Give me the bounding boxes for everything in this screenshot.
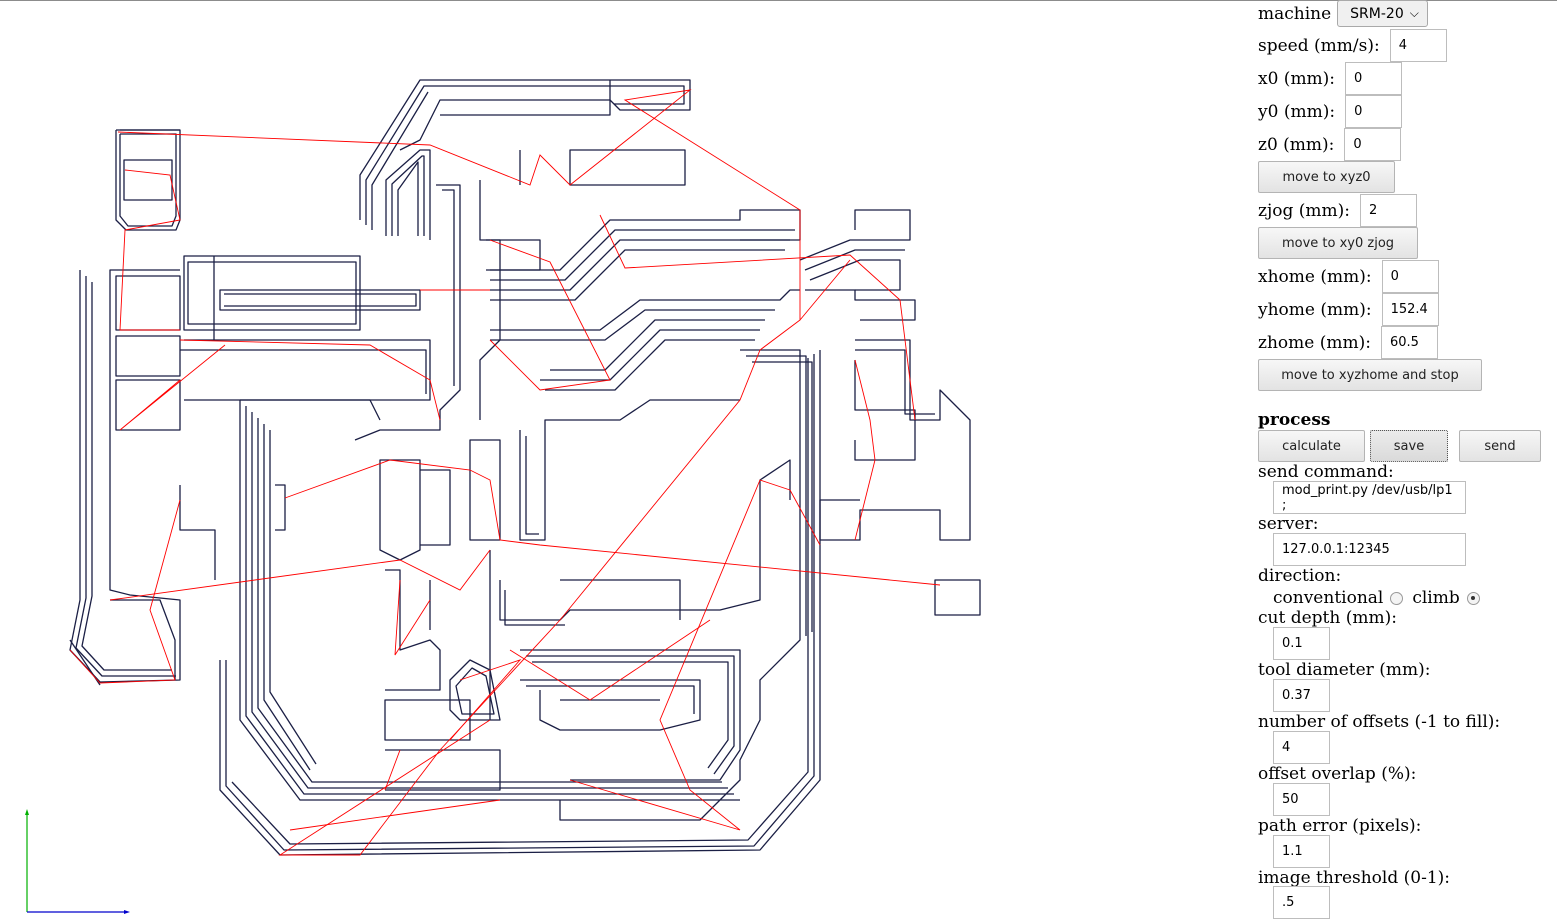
cut-depth-input[interactable]: 0.1 (1273, 627, 1330, 660)
overlap-input[interactable]: 50 (1273, 783, 1330, 816)
server-input[interactable]: 127.0.0.1:12345 (1273, 533, 1466, 566)
calculate-button[interactable]: calculate (1258, 430, 1365, 462)
cut-depth-label: cut depth (mm): (1258, 608, 1397, 628)
x0-label: x0 (mm): (1258, 68, 1336, 89)
machine-label: machine (1258, 3, 1332, 24)
climb-radio[interactable] (1466, 591, 1480, 605)
zhome-input[interactable]: 60.5 (1380, 326, 1438, 359)
threshold-label: image threshold (0-1): (1258, 868, 1451, 888)
z0-row: z0 (mm): 0 (1258, 128, 1402, 161)
machine-row: machine SRM-20 ⌵ (1258, 0, 1428, 27)
y0-input[interactable]: 0 (1345, 95, 1403, 128)
server-label: server: (1258, 514, 1319, 534)
path-error-input[interactable]: 1.1 (1273, 835, 1330, 868)
threshold-input[interactable]: .5 (1273, 886, 1330, 919)
rapid-moves (69, 89, 941, 856)
y0-label: y0 (mm): (1258, 101, 1336, 122)
process-heading: process (1258, 410, 1331, 430)
zhome-row: zhome (mm): 60.5 (1258, 326, 1438, 359)
tool-diameter-label: tool diameter (mm): (1258, 660, 1431, 680)
machine-select[interactable]: SRM-20 ⌵ (1337, 0, 1428, 27)
conventional-label: conventional (1273, 588, 1384, 608)
zjog-row: zjog (mm): 2 (1258, 194, 1417, 227)
y0-row: y0 (mm): 0 (1258, 95, 1403, 128)
path-error-label: path error (pixels): (1258, 816, 1422, 836)
send-command-label: send command: (1258, 462, 1394, 482)
climb-label: climb (1412, 588, 1460, 608)
machine-select-value: SRM-20 (1350, 5, 1404, 22)
zjog-input[interactable]: 2 (1359, 194, 1417, 227)
send-button[interactable]: send (1459, 430, 1541, 462)
overlap-label: offset overlap (%): (1258, 764, 1417, 784)
offsets-label: number of offsets (-1 to fill): (1258, 712, 1501, 732)
z0-label: z0 (mm): (1258, 134, 1335, 155)
send-command-input[interactable]: mod_print.py /dev/usb/lp1 ; (1273, 481, 1466, 514)
toolpath-canvas[interactable] (0, 2, 1240, 919)
zhome-label: zhome (mm): (1258, 332, 1371, 353)
yhome-input[interactable]: 152.4 (1381, 293, 1439, 326)
toolpath-lines (69, 79, 981, 856)
zjog-label: zjog (mm): (1258, 200, 1350, 221)
yhome-label: yhome (mm): (1258, 299, 1372, 320)
offsets-input[interactable]: 4 (1273, 731, 1330, 764)
direction-options: conventional climb (1273, 588, 1489, 608)
x0-input[interactable]: 0 (1345, 62, 1403, 95)
x0-row: x0 (mm): 0 (1258, 62, 1403, 95)
tool-diameter-input[interactable]: 0.37 (1273, 679, 1330, 712)
speed-label: speed (mm/s): (1258, 35, 1380, 56)
control-panel: machine SRM-20 ⌵ speed (mm/s): 4 x0 (mm)… (1258, 0, 1553, 919)
top-border (0, 0, 1557, 1)
z0-input[interactable]: 0 (1344, 128, 1402, 161)
chevron-down-icon: ⌵ (1409, 6, 1419, 20)
save-button[interactable]: save (1370, 430, 1448, 462)
conventional-radio[interactable] (1390, 591, 1404, 605)
move-to-xyz0-button[interactable]: move to xyz0 (1258, 161, 1395, 193)
yhome-row: yhome (mm): 152.4 (1258, 293, 1439, 326)
origin-axes (25, 809, 130, 914)
speed-row: speed (mm/s): 4 (1258, 29, 1447, 62)
move-to-xy0-zjog-button[interactable]: move to xy0 zjog (1258, 227, 1418, 259)
speed-input[interactable]: 4 (1389, 29, 1447, 62)
xhome-input[interactable]: 0 (1381, 260, 1439, 293)
xhome-row: xhome (mm): 0 (1258, 260, 1439, 293)
move-to-xyzhome-button[interactable]: move to xyzhome and stop (1258, 359, 1482, 391)
xhome-label: xhome (mm): (1258, 266, 1372, 287)
direction-label: direction: (1258, 566, 1342, 586)
